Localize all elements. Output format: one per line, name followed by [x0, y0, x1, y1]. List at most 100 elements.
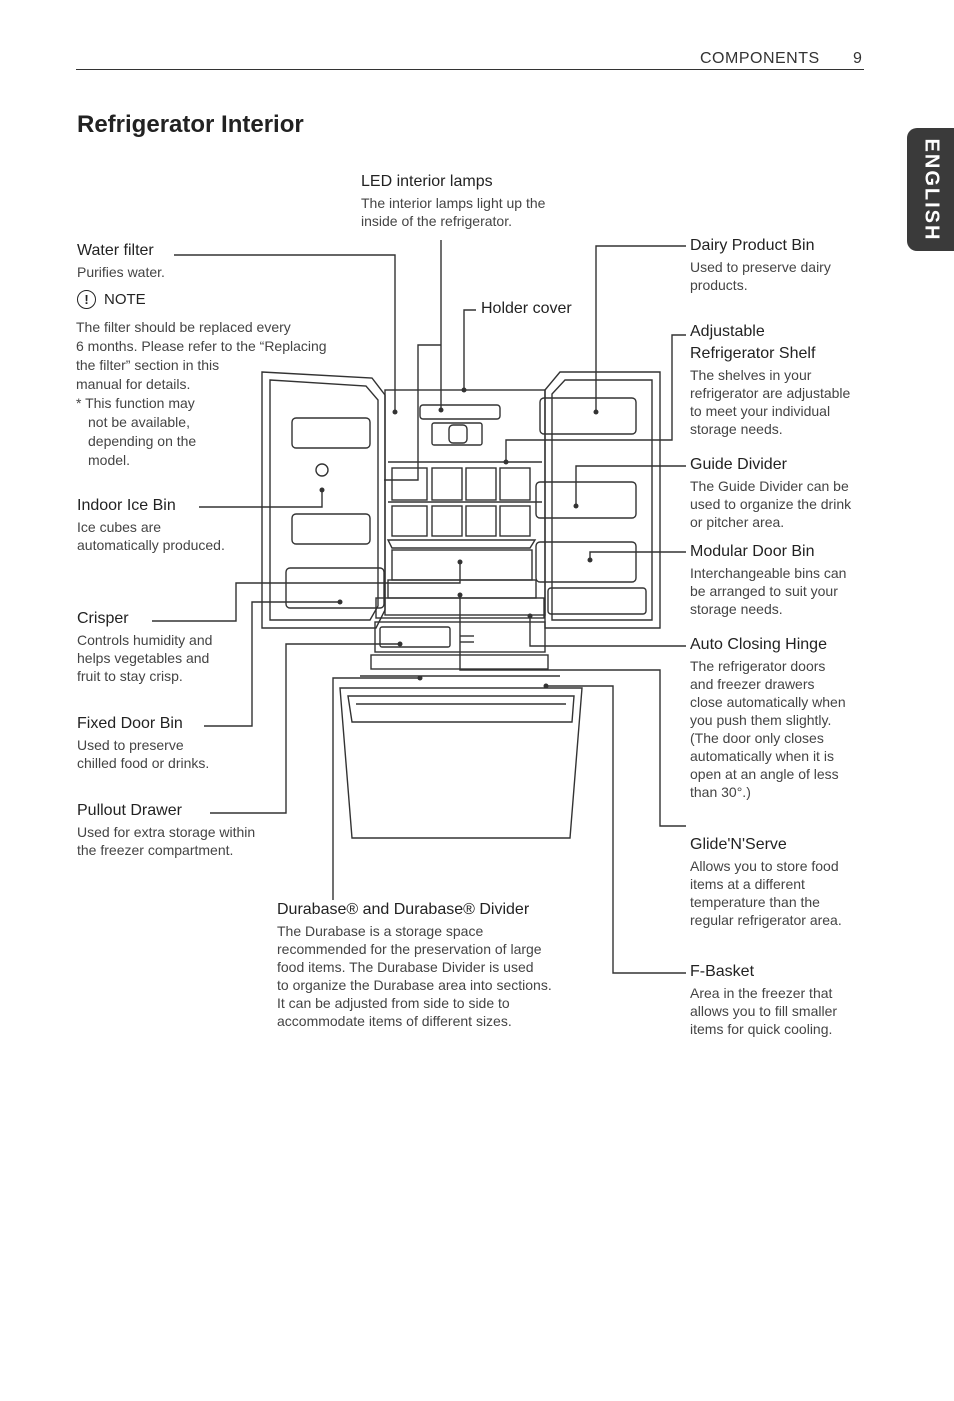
label-durabase: Durabase® and Durabase® Divider The Dura…: [277, 900, 587, 1030]
label-guide-divider: Guide Divider The Guide Divider can be u…: [690, 455, 890, 531]
note-heading-text: NOTE: [104, 291, 146, 308]
note-line: not be available,: [88, 414, 190, 430]
leader-fixed-bin: [204, 601, 340, 727]
dairy-bin: [539, 397, 637, 435]
hinge-desc-3: close automatically when: [690, 694, 846, 710]
durabase-desc-6: accommodate items of different sizes.: [277, 1013, 512, 1029]
note-line: the filter” section in this: [76, 357, 220, 373]
glide-desc-1: Allows you to store food: [690, 858, 839, 874]
note-line: depending on the: [88, 433, 197, 449]
label-auto-closing-hinge: Auto Closing Hinge The refrigerator door…: [690, 635, 890, 801]
led-desc-1: The interior lamps light up the: [361, 195, 546, 211]
leader-guide: [575, 465, 686, 506]
label-led-lamps: LED interior lamps The interior lamps li…: [361, 172, 545, 230]
leader-shelf: [505, 334, 686, 462]
header-section: COMPONENTS: [700, 50, 820, 67]
note-line: The filter should be replaced every: [76, 319, 291, 335]
shelf: [386, 539, 537, 549]
hinge-desc-5: (The door only closes: [690, 730, 824, 746]
guide-desc-3: or pitcher area.: [690, 514, 785, 530]
label-modular-bin: Modular Door Bin Interchangeable bins ca…: [690, 542, 890, 618]
crisper-drawer: [391, 549, 533, 581]
label-dairy-bin: Dairy Product Bin Used to preserve dairy…: [690, 236, 880, 294]
shelf-desc-1: The shelves in your: [690, 367, 812, 383]
durabase-title: Durabase® and Durabase® Divider: [277, 901, 530, 918]
modular-desc-1: Interchangeable bins can: [690, 565, 847, 581]
note-line: model.: [88, 452, 131, 468]
led-desc-2: inside of the refrigerator.: [361, 213, 512, 229]
hinge-title: Auto Closing Hinge: [690, 636, 827, 653]
warning-icon: !: [77, 290, 96, 309]
left-door-bin-bottom: [285, 567, 385, 609]
shelf-desc-4: storage needs.: [690, 421, 783, 437]
shelf-title-2: Refrigerator Shelf: [690, 345, 816, 362]
guide-title: Guide Divider: [690, 456, 787, 473]
leader-holder-cover: [463, 309, 476, 390]
note-line: 6 months. Please refer to the “Replacing: [76, 338, 327, 354]
right-door-bin-bottom: [547, 587, 647, 615]
label-water-filter: Water filter Purifies water.: [77, 241, 165, 281]
fixed-bin-desc-2: chilled food or drinks.: [77, 755, 210, 771]
leader-note-bracket: [384, 344, 441, 481]
label-fixed-door-bin: Fixed Door Bin Used to preserve chilled …: [77, 714, 209, 772]
label-f-basket: F-Basket Area in the freezer that allows…: [690, 962, 890, 1038]
shelf-desc-3: to meet your individual: [690, 403, 831, 419]
left-door-ice-bin: [291, 513, 371, 545]
language-tab: ENGLISH: [907, 128, 954, 251]
note-line: manual for details.: [76, 376, 191, 392]
crisper-desc-2: helps vegetables and: [77, 650, 210, 666]
led-lamp-housing: [419, 404, 501, 420]
leader-modular: [589, 551, 686, 560]
header-rule: [76, 69, 864, 70]
freezer-drawer: [339, 687, 583, 839]
label-glide-n-serve: Glide'N'Serve Allows you to store food i…: [690, 835, 890, 929]
note-body: The filter should be replaced every 6 mo…: [76, 318, 356, 470]
crisper-desc-3: fruit to stay crisp.: [77, 668, 183, 684]
fixed-bin-desc-1: Used to preserve: [77, 737, 184, 753]
hinge-desc-2: and freezer drawers: [690, 676, 815, 692]
dairy-title: Dairy Product Bin: [690, 237, 815, 254]
note-line: * This function may: [76, 395, 195, 411]
ice-bin-desc-1: Ice cubes are: [77, 519, 162, 535]
durabase-desc-2: recommended for the preservation of larg…: [277, 941, 542, 957]
label-indoor-ice-bin: Indoor Ice Bin Ice cubes are automatical…: [77, 496, 225, 554]
fbasket-title: F-Basket: [690, 963, 755, 980]
leader-durabase: [332, 677, 420, 900]
right-door: [544, 371, 661, 629]
hinge-desc-1: The refrigerator doors: [690, 658, 826, 674]
ice-bin-title: Indoor Ice Bin: [77, 497, 176, 514]
pullout-title: Pullout Drawer: [77, 802, 182, 819]
label-crisper: Crisper Controls humidity and helps vege…: [77, 609, 212, 685]
water-filter-desc: Purifies water.: [77, 264, 165, 280]
durabase-desc-5: It can be adjusted from side to side to: [277, 995, 510, 1011]
shelf-desc-2: refrigerator are adjustable: [690, 385, 851, 401]
fbasket-desc-1: Area in the freezer that: [690, 985, 833, 1001]
fixed-bin-title: Fixed Door Bin: [77, 715, 183, 732]
durabase-desc-3: food items. The Durabase Divider is used: [277, 959, 534, 975]
leader-dairy: [595, 245, 686, 412]
glide-desc-4: regular refrigerator area.: [690, 912, 842, 928]
glide-desc-3: temperature than the: [690, 894, 820, 910]
leader-pullout: [210, 643, 400, 814]
led-title: LED interior lamps: [361, 173, 493, 190]
glide-title: Glide'N'Serve: [690, 836, 787, 853]
note-heading: ! NOTE: [77, 290, 146, 309]
modular-title: Modular Door Bin: [690, 543, 815, 560]
hinge-desc-8: than 30°.): [690, 784, 751, 800]
label-pullout-drawer: Pullout Drawer Used for extra storage wi…: [77, 801, 255, 859]
pullout-desc-1: Used for extra storage within: [77, 824, 256, 840]
hinge-desc-6: automatically when it is: [690, 748, 834, 764]
guide-desc-1: The Guide Divider can be: [690, 478, 849, 494]
crisper-desc-1: Controls humidity and: [77, 632, 213, 648]
leader-hinge: [529, 616, 686, 647]
ice-bin-desc-2: automatically produced.: [77, 537, 225, 553]
glide-desc-2: items at a different: [690, 876, 805, 892]
guide-desc-2: used to organize the drink: [690, 496, 852, 512]
crisper-title: Crisper: [77, 610, 129, 627]
leader-fbasket: [546, 685, 686, 974]
label-holder-cover: Holder cover: [481, 299, 572, 319]
modular-desc-2: be arranged to suit your: [690, 583, 838, 599]
leader-water-filter: [174, 254, 396, 412]
leader-glide: [459, 595, 686, 827]
